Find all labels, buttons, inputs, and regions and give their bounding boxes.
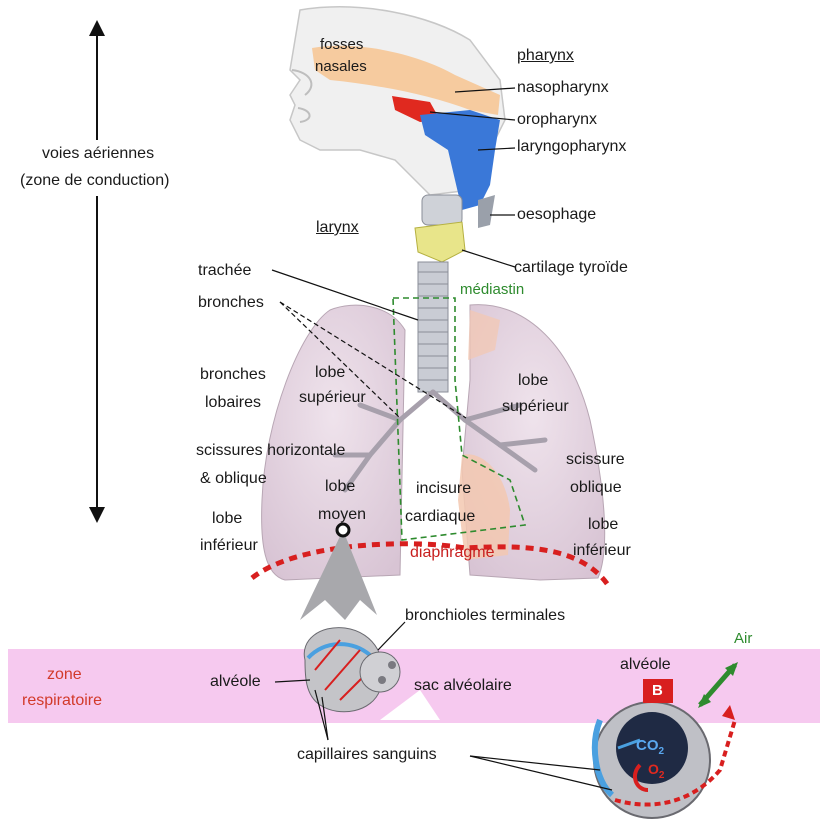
label-incisure-2: cardiaque (405, 508, 475, 526)
o2-text: O (648, 761, 659, 777)
co2-text: CO (636, 737, 659, 754)
label-co2: CO2 (636, 737, 664, 761)
oesophagus-shape (478, 195, 495, 228)
label-mediastin: médiastin (460, 281, 524, 299)
label-pharynx: pharynx (517, 47, 574, 65)
label-fosses-2: nasales (315, 58, 367, 76)
label-scissure-g-2: oblique (570, 479, 622, 497)
label-lobe-inf-g-2: inférieur (573, 542, 631, 560)
label-zone-1: zone (47, 666, 82, 684)
thyroid-cartilage (415, 222, 465, 262)
label-air: Air (734, 630, 752, 648)
label-scissure-g-1: scissure (566, 451, 625, 469)
label-diaphragme: diaphragme (410, 544, 495, 562)
label-b: B (652, 682, 663, 700)
label-zone-2: respiratoire (22, 692, 102, 710)
zoom-point (337, 524, 349, 536)
label-oropharynx: oropharynx (517, 111, 597, 129)
label-trachee: trachée (198, 262, 251, 280)
label-capillaires: capillaires sanguins (297, 746, 437, 764)
label-voies-2: (zone de conduction) (20, 172, 169, 190)
larynx-shape (422, 195, 462, 225)
label-lobe-sup-d-2: supérieur (299, 389, 366, 407)
label-lobe-sup-g-1: lobe (518, 372, 548, 390)
label-lobe-inf-d-1: lobe (212, 510, 242, 528)
co2-sub: 2 (659, 746, 665, 757)
label-scissures-1: scissures horizontale (196, 442, 345, 460)
label-bronches-lobaires-2: lobaires (205, 394, 261, 412)
o2-sub: 2 (659, 770, 665, 781)
label-lobe-inf-g-1: lobe (588, 516, 618, 534)
label-o2: O2 (648, 760, 664, 785)
label-scissures-2: & oblique (200, 470, 267, 488)
label-lobe-inf-d-2: inférieur (200, 537, 258, 555)
label-lobe-moyen-1: lobe (325, 478, 355, 496)
label-oesophage: oesophage (517, 206, 596, 224)
label-fosses-1: fosses (320, 36, 363, 54)
label-laryngopharynx: laryngopharynx (517, 138, 626, 156)
label-bronches: bronches (198, 294, 264, 312)
label-larynx: larynx (316, 219, 359, 237)
label-bronchioles: bronchioles terminales (405, 607, 565, 625)
label-lobe-sup-d-1: lobe (315, 364, 345, 382)
label-incisure-1: incisure (416, 480, 471, 498)
label-alveole-2: alvéole (620, 656, 671, 674)
trachea-shape (418, 262, 448, 392)
label-lobe-moyen-2: moyen (318, 506, 366, 524)
label-cartilage: cartilage tyroïde (514, 259, 628, 277)
label-alveole: alvéole (210, 673, 261, 691)
label-sac: sac alvéolaire (414, 677, 512, 695)
label-bronches-lobaires-1: bronches (200, 366, 266, 384)
label-nasopharynx: nasopharynx (517, 79, 609, 97)
label-lobe-sup-g-2: supérieur (502, 398, 569, 416)
label-voies-1: voies aériennes (42, 145, 154, 163)
